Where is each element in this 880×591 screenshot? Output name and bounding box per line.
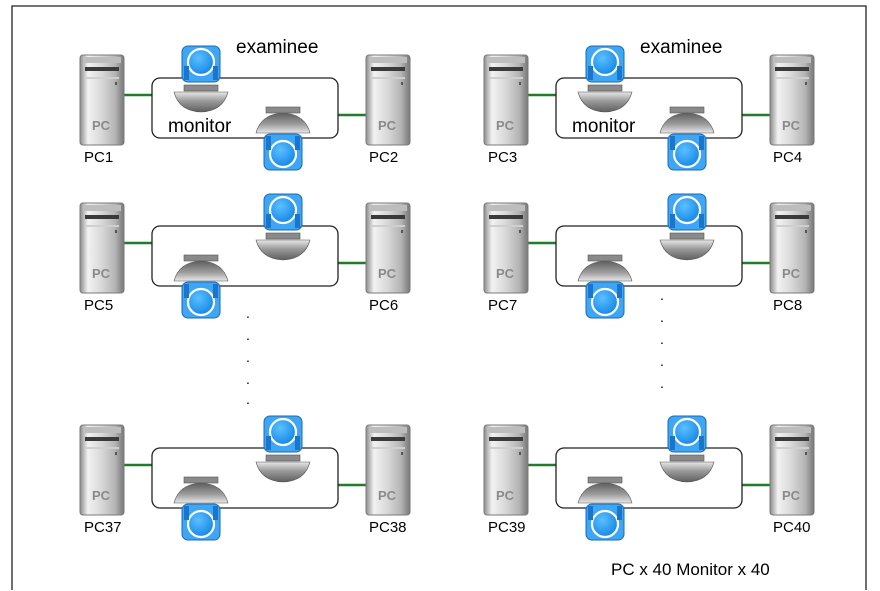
pc-box-text: PC [782, 118, 801, 133]
pc-box-text: PC [92, 488, 111, 503]
examinee-person-icon [181, 45, 221, 83]
pc-tower-icon: PC [483, 202, 529, 294]
pc-label-right: PC4 [773, 149, 802, 166]
pc-label-left: PC5 [84, 297, 113, 314]
pc-tower-icon: PC [769, 424, 815, 516]
monitor-icon [577, 254, 633, 282]
monitor-icon [173, 476, 229, 504]
monitor-label: monitor [572, 116, 636, 137]
examinee-person-icon [667, 415, 707, 453]
monitor-icon [577, 84, 633, 113]
examinee-person-icon [181, 503, 221, 541]
monitor-icon [255, 232, 311, 261]
ellipsis-dot: . [246, 327, 250, 343]
monitor-icon [659, 232, 715, 261]
pc-box-text: PC [782, 266, 801, 281]
examinee-person-icon [263, 415, 303, 453]
pc-box-text: PC [378, 118, 397, 133]
ellipsis-dot: . [246, 349, 250, 365]
pc-tower-icon: PC [79, 202, 125, 294]
pc-box-text: PC [496, 266, 515, 281]
pc-box-text: PC [782, 488, 801, 503]
pc-tower-icon: PC [365, 54, 411, 146]
examinee-person-icon [667, 193, 707, 231]
monitor-icon [255, 454, 311, 483]
outer-frame [11, 5, 867, 590]
ellipsis-dot: . [246, 391, 250, 407]
examinee-person-icon [181, 281, 221, 319]
pc-label-right: PC6 [369, 297, 398, 314]
monitor-icon [173, 84, 229, 113]
pc-tower-icon: PC [769, 202, 815, 294]
pc-box-text: PC [496, 118, 515, 133]
monitor-icon [659, 106, 715, 134]
examinee-person-icon [263, 133, 303, 171]
monitor-label: monitor [168, 116, 232, 137]
pc-label-left: PC1 [84, 149, 113, 166]
pc-tower-icon: PC [483, 54, 529, 146]
pc-tower-icon: PC [769, 54, 815, 146]
monitor-icon [173, 254, 229, 282]
examinee-person-icon [263, 193, 303, 231]
pc-label-left: PC39 [488, 519, 526, 536]
examinee-label: examinee [640, 37, 722, 58]
ellipsis-dot: . [660, 353, 664, 369]
monitor-icon [577, 476, 633, 504]
pc-label-right: PC2 [369, 149, 398, 166]
examinee-person-icon [585, 281, 625, 319]
pc-tower-icon: PC [79, 424, 125, 516]
pc-tower-icon: PC [79, 54, 125, 146]
pc-label-left: PC3 [488, 149, 517, 166]
pc-label-left: PC37 [84, 519, 122, 536]
ellipsis-dot: . [660, 287, 664, 303]
pc-box-text: PC [378, 266, 397, 281]
ellipsis-dot: . [660, 331, 664, 347]
pc-box-text: PC [92, 266, 111, 281]
pc-tower-icon: PC [365, 424, 411, 516]
monitor-icon [659, 454, 715, 483]
ellipsis-dot: . [246, 305, 250, 321]
ellipsis-dot: . [660, 375, 664, 391]
pc-box-text: PC [496, 488, 515, 503]
pc-tower-icon: PC [483, 424, 529, 516]
examinee-person-icon [667, 133, 707, 171]
pc-box-text: PC [378, 488, 397, 503]
pc-box-text: PC [92, 118, 111, 133]
pc-label-left: PC7 [488, 297, 517, 314]
pc-label-right: PC8 [773, 297, 802, 314]
examinee-person-icon [585, 45, 625, 83]
ellipsis-dot: . [246, 371, 250, 387]
examinee-label: examinee [236, 37, 318, 58]
monitor-icon [255, 106, 311, 134]
pc-label-right: PC38 [369, 519, 407, 536]
pc-label-right: PC40 [773, 519, 811, 536]
examinee-person-icon [585, 503, 625, 541]
pc-tower-icon: PC [365, 202, 411, 294]
summary-caption: PC x 40 Monitor x 40 [611, 560, 770, 579]
ellipsis-dot: . [660, 309, 664, 325]
